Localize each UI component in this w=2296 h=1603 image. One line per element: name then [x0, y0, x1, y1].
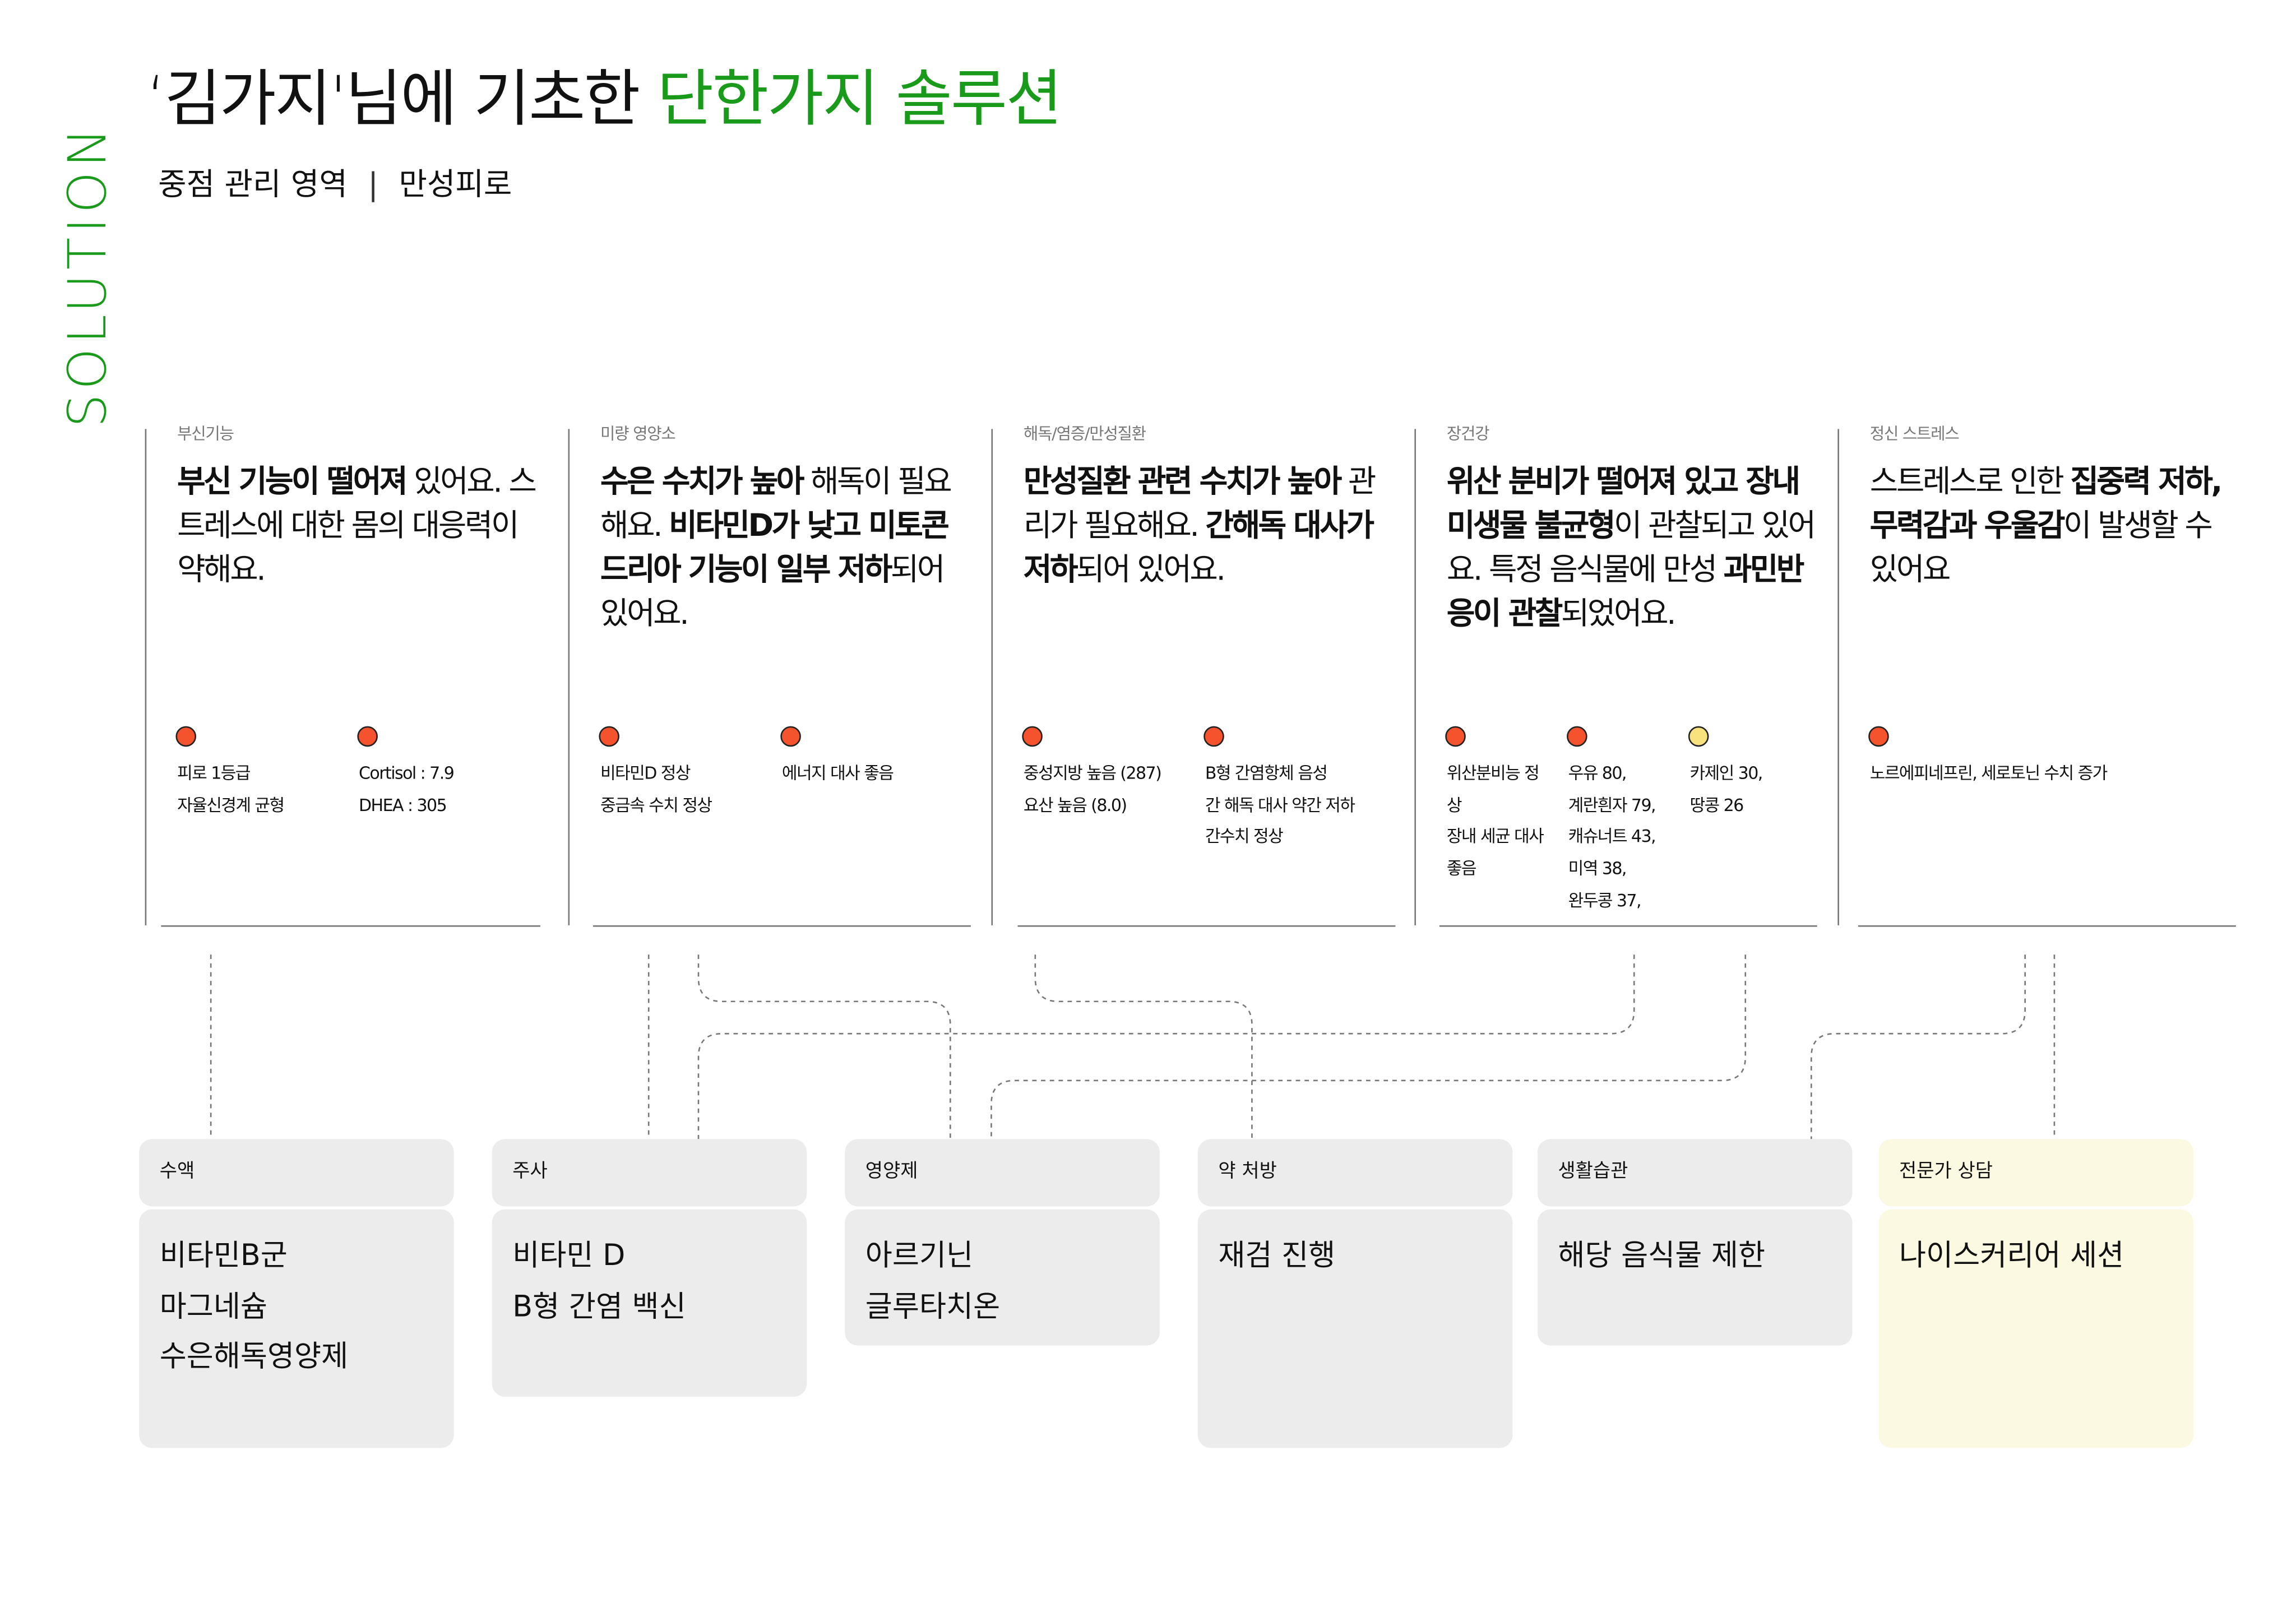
status-dot-red	[1868, 726, 1889, 747]
separator: |	[368, 166, 378, 202]
card-description: 수은 수치가 높아 해독이 필요해요. 비타민D가 낮고 미토콘드리아 기능이 …	[600, 460, 974, 635]
solution-items: 아르기닌 글루타치온	[845, 1209, 1160, 1346]
page-title: ‘김가지'님에 기초한 단한가지 솔루션	[146, 50, 1062, 139]
connector	[697, 955, 951, 1139]
card-bottom-rule	[1858, 925, 2236, 927]
status-dot-red	[1445, 726, 1466, 747]
card-description: 만성질환 관련 수치가 높아 관리가 필요해요. 간해독 대사가 저하되어 있어…	[1024, 460, 1397, 591]
focus-area-label: 중점 관리 영역	[158, 166, 348, 202]
status-dot-red	[175, 726, 197, 747]
metric-text: B형 간염항체 음성 간 해독 대사 약간 저하 간수치 정상	[1205, 762, 1355, 847]
body-text: 스트레스로 인한	[1869, 464, 2071, 499]
emphasis-text: 위산 분비가 떨어져 있고 장내 미생물 불균형	[1446, 464, 1800, 544]
body-text: 되어 있어요.	[600, 552, 945, 631]
body-text: 관리가 필요해요.	[1023, 464, 1376, 544]
card-description: 부신 기능이 떨어져 있어요. 스트레스에 대한 몸의 대응력이 약해요.	[177, 460, 550, 591]
emphasis-text: 부신 기능이 떨어져	[177, 464, 408, 499]
body-text: 이 관찰되고 있어요. 특정 음식물에 만성	[1446, 508, 1816, 587]
card-category: 부신기능	[177, 424, 234, 444]
subtitle: 중점 관리 영역 | 만성피로	[158, 161, 512, 205]
solution-category: 영양제	[845, 1139, 1160, 1207]
metric-text: 비타민D 정상 중금속 수치 정상	[600, 762, 712, 816]
body-text: 되어 있어요.	[1076, 552, 1226, 587]
metric-text: 노르에피네프린, 세로토닌 수치 증가	[1869, 762, 2108, 784]
card-divider	[568, 429, 570, 925]
connector	[697, 955, 1635, 1139]
card-category: 정신 스트레스	[1869, 424, 1960, 444]
card-category: 해독/염증/만성질환	[1023, 424, 1146, 444]
solution-items: 나이스커리어 세션	[1878, 1209, 2194, 1448]
emphasis-text: 간해독 대사가 저하	[1023, 508, 1374, 587]
emphasis-text: 만성질환 관련 수치가 높아	[1023, 464, 1342, 499]
body-text: 있어요. 스트레스에 대한 몸의 대응력이 약해요.	[177, 464, 537, 587]
metric-text: 위산분비능 정 상 장내 세균 대사 좋음	[1446, 762, 1544, 879]
focus-area-value: 만성피로	[399, 166, 512, 202]
card-bottom-rule	[161, 925, 540, 927]
metric-text: Cortisol : 7.9 DHEA : 305	[358, 762, 455, 816]
title-highlight: 단한가지 솔루션	[657, 63, 1062, 135]
card-bottom-rule	[1439, 925, 1817, 927]
card-bottom-rule	[1017, 925, 1396, 927]
connector	[1034, 955, 1253, 1139]
connector	[990, 955, 1747, 1139]
solution-category: 수액	[139, 1139, 454, 1207]
solution-items: 해당 음식물 제한	[1537, 1209, 1853, 1346]
solution-category: 생활습관	[1537, 1139, 1853, 1207]
card-divider	[145, 429, 147, 925]
solution-items: 비타민B군 마그네슘 수은해독영양제	[139, 1209, 454, 1448]
card-description: 스트레스로 인한 집중력 저하, 무력감과 우울감이 발생할 수 있어요	[1870, 460, 2243, 591]
card-divider	[1837, 429, 1839, 925]
card-divider	[991, 429, 993, 925]
solution-category: 주사	[492, 1139, 807, 1207]
metric-text: 우유 80, 계란흰자 79, 캐슈너트 43, 미역 38, 완두콩 37,	[1568, 762, 1656, 911]
card-bottom-rule	[592, 925, 971, 927]
card-description: 위산 분비가 떨어져 있고 장내 미생물 불균형이 관찰되고 있어요. 특정 음…	[1447, 460, 1820, 635]
solution-category: 약 처방	[1197, 1139, 1513, 1207]
status-dot-red	[599, 726, 619, 747]
solution-items: 비타민 D B형 간염 백신	[492, 1209, 807, 1397]
card-category: 장건강	[1446, 424, 1490, 444]
status-dot-red	[1022, 726, 1043, 747]
emphasis-text: 집중력 저하, 무력감과 우울감	[1869, 464, 2223, 544]
body-text: 이 발생할 수 있어요	[1869, 508, 2213, 587]
status-dot-red	[1567, 726, 1587, 747]
metric-text: 에너지 대사 좋음	[781, 762, 894, 784]
status-dot-yellow	[1688, 726, 1709, 747]
body-text: 해독이 필요해요.	[600, 464, 952, 544]
solution-category: 전문가 상담	[1878, 1139, 2194, 1207]
connector	[1810, 955, 2026, 1139]
card-divider	[1414, 429, 1416, 925]
metric-text: 피로 1등급 자율신경계 균형	[177, 762, 285, 816]
title-prefix: ‘김가지'님에 기초한	[146, 63, 658, 135]
status-dot-red	[357, 726, 378, 747]
status-dot-red	[1203, 726, 1224, 747]
solution-items: 재검 진행	[1197, 1209, 1513, 1448]
metric-text: 카제인 30, 땅콩 26	[1689, 762, 1763, 816]
card-category: 미량 영양소	[600, 424, 676, 444]
body-text: 되었어요.	[1561, 596, 1677, 631]
emphasis-text: 비타민D가 낮고 미토콘드리아 기능이 일부 저하	[600, 508, 950, 587]
emphasis-text: 과민반응이 관찰	[1446, 552, 1804, 631]
emphasis-text: 수은 수치가 높아	[600, 464, 804, 499]
status-dot-red	[780, 726, 801, 747]
metric-text: 중성지방 높음 (287) 요산 높음 (8.0)	[1023, 762, 1162, 816]
